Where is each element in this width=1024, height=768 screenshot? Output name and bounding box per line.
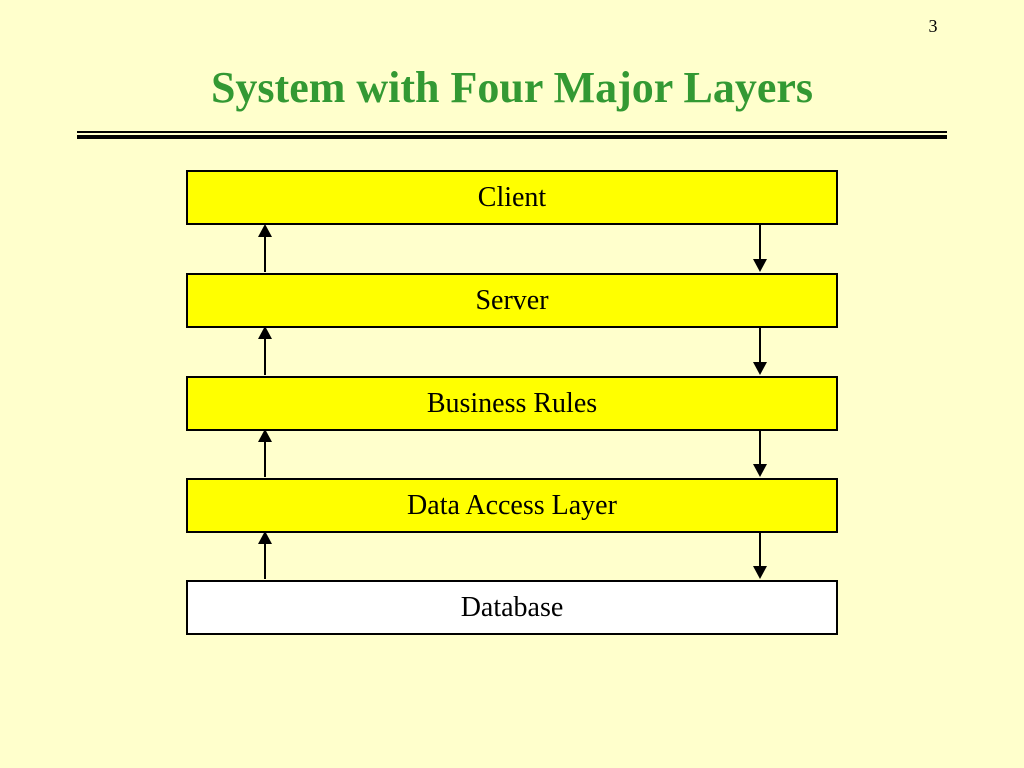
layer-business-rules-label: Business Rules xyxy=(426,387,598,419)
title-divider-thin xyxy=(77,131,947,133)
layer-server-label: Server xyxy=(475,284,549,316)
down-arrow-business-to-dataaccess xyxy=(753,429,767,477)
slide-title: System with Four Major Layers xyxy=(210,63,814,112)
layer-business-rules: Business Rules xyxy=(186,376,838,431)
layer-server: Server xyxy=(186,273,838,328)
up-arrow-dataaccess-to-business xyxy=(258,429,272,477)
page-number: 3 xyxy=(928,16,938,36)
layer-client: Client xyxy=(186,170,838,225)
down-arrow-dataaccess-to-database xyxy=(753,531,767,579)
layer-data-access-label: Data Access Layer xyxy=(407,489,617,521)
up-arrow-database-to-dataaccess xyxy=(258,531,272,579)
layer-database: Database xyxy=(186,580,838,635)
layer-client-label: Client xyxy=(477,181,547,213)
down-arrow-client-to-server xyxy=(753,224,767,272)
down-arrow-server-to-business xyxy=(753,326,767,375)
title-divider-thick xyxy=(77,135,947,139)
layer-database-label: Database xyxy=(460,591,564,623)
layer-data-access: Data Access Layer xyxy=(186,478,838,533)
up-arrow-business-to-server xyxy=(258,326,272,375)
up-arrow-server-to-client xyxy=(258,224,272,272)
